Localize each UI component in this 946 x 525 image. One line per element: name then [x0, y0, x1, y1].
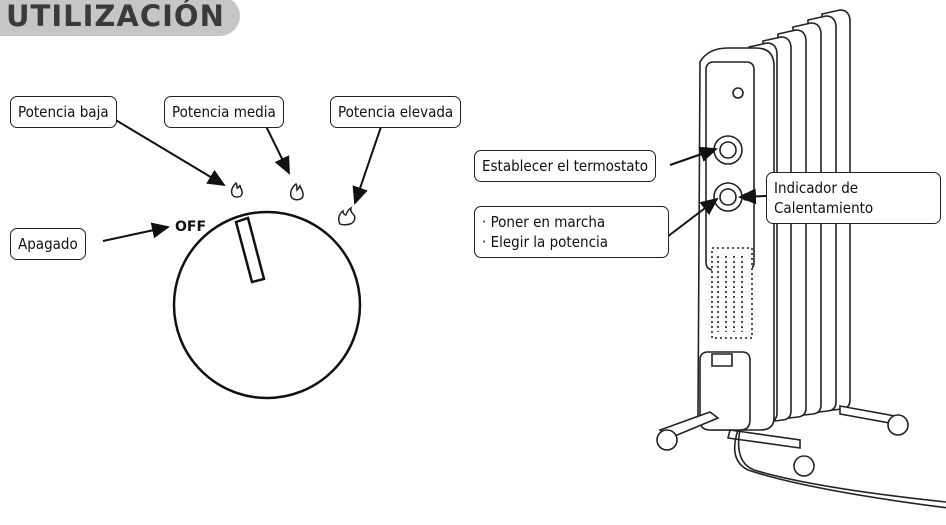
flame-icon-medium — [289, 182, 304, 201]
dial-knob — [172, 210, 362, 400]
label-start-line1: Poner en marcha — [482, 212, 661, 232]
off-mark: OFF — [175, 219, 206, 235]
flame-icon-low — [230, 181, 243, 198]
label-low-power: Potencia baja — [10, 96, 117, 128]
arrow-off — [102, 222, 170, 242]
label-high-power: Potencia elevada — [330, 96, 462, 128]
section-title: UTILIZACIÓN — [0, 0, 240, 36]
dial-pointer — [234, 216, 266, 284]
label-off: Apagado — [10, 228, 86, 260]
power-dial: OFF — [172, 181, 362, 400]
arrow-indicator — [738, 188, 767, 205]
label-thermostat: Establecer el termostato — [474, 150, 657, 182]
label-start: Poner en marcha Elegir la potencia — [474, 206, 669, 258]
label-indicator-line1: Indicador de — [774, 179, 859, 197]
label-indicator: Indicador de Calentamiento — [766, 172, 941, 224]
arrow-low — [98, 109, 226, 187]
heater-arrows — [666, 146, 767, 238]
label-medium-power: Potencia media — [164, 96, 284, 128]
label-start-line2: Elegir la potencia — [482, 232, 661, 252]
arrow-high — [352, 117, 385, 205]
label-indicator-line2: Calentamiento — [774, 199, 874, 217]
arrow-start — [666, 197, 719, 238]
flame-icon-high — [338, 206, 356, 226]
arrow-thermostat — [669, 146, 718, 166]
oil-heater — [656, 9, 946, 509]
